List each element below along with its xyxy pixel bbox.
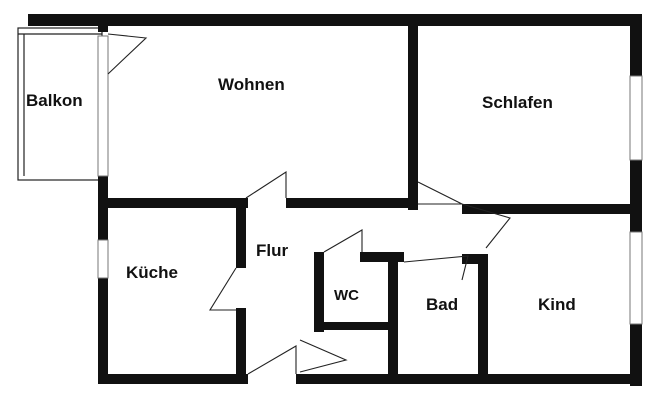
room-label-flur: Flur (256, 241, 288, 260)
room-label-wc: WC (334, 287, 359, 304)
room-label-balkon: Balkon (26, 91, 83, 110)
room-label-bad: Bad (426, 295, 458, 314)
room-label-kueche: Küche (126, 263, 178, 282)
windows (97, 35, 643, 325)
interior-walls (98, 14, 642, 384)
room-label-wohnen: Wohnen (218, 75, 285, 94)
doors (107, 33, 511, 375)
room-label-kind: Kind (538, 295, 576, 314)
room-label-schlafen: Schlafen (482, 93, 553, 112)
